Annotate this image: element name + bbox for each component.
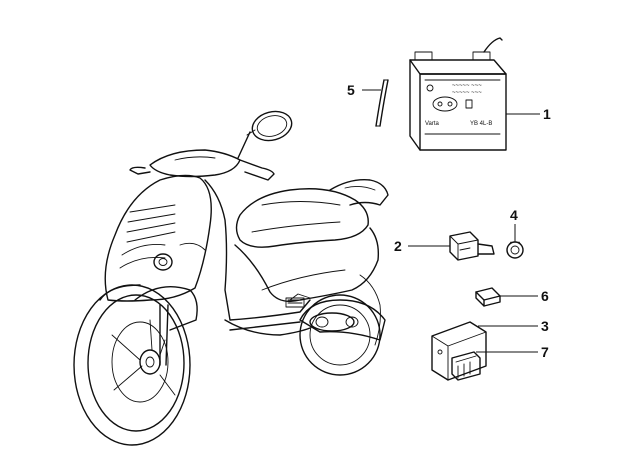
callout-6[interactable]: 6: [541, 288, 549, 304]
battery-model: YB 4L-B: [470, 121, 492, 127]
callout-3[interactable]: 3: [541, 318, 549, 334]
front-wheel: [73, 284, 191, 446]
scooter-illustration: [73, 110, 389, 446]
battery-brand: Varta: [425, 121, 440, 127]
ecu-connector[interactable]: [451, 351, 481, 381]
electronic-control-unit[interactable]: [431, 321, 487, 381]
fuse[interactable]: [475, 287, 501, 307]
callout-2[interactable]: 2: [394, 238, 402, 254]
battery[interactable]: ~~~~~ ~~~ ~~~~~ ~~~ Varta YB 4L-B: [409, 37, 507, 151]
callout-4[interactable]: 4: [510, 207, 518, 223]
rubber-grommet[interactable]: [506, 241, 524, 259]
battery-label-line: ~~~~~ ~~~: [452, 83, 482, 89]
starter-relay[interactable]: [449, 231, 495, 261]
handlebars: [129, 110, 293, 181]
front-shield: [104, 174, 212, 302]
body-and-seat: [204, 179, 389, 336]
battery-label-line: ~~~~~ ~~~: [452, 90, 482, 96]
callout-7[interactable]: 7: [541, 344, 549, 360]
rear-wheel: [299, 274, 386, 376]
vent-tube[interactable]: [375, 79, 389, 127]
callout-5[interactable]: 5: [347, 82, 355, 98]
callout-1[interactable]: 1: [543, 106, 551, 122]
